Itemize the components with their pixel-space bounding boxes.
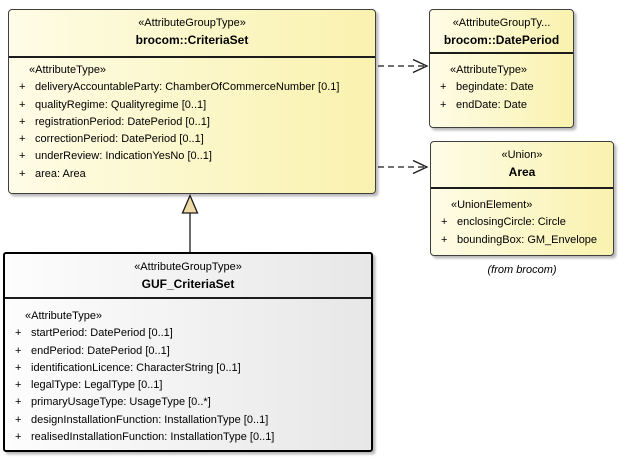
dependency-arrow-area[interactable] <box>378 159 429 175</box>
visibility-marker: + <box>440 81 447 94</box>
attribute-row: + qualityRegime: Qualityregime [0..1] <box>16 97 372 114</box>
attribute-row: + boundingBox: GM_Envelope <box>438 232 610 249</box>
visibility-marker: + <box>19 167 26 180</box>
class-name: brocom::DatePeriod <box>443 33 560 47</box>
class-header: «AttributeGroupType» GUF_CriteriaSet <box>5 254 371 299</box>
generalization-connector[interactable] <box>181 193 199 253</box>
attribute-text: area: Area <box>35 167 86 180</box>
visibility-marker: + <box>15 396 22 409</box>
stereotype-label: «Union» <box>501 149 543 161</box>
attribute-text: begindate: Date <box>456 81 534 94</box>
attribute-text: primaryUsageType: UsageType [0..*] <box>31 396 211 409</box>
attribute-text: endPeriod: DatePeriod [0..1] <box>31 344 170 357</box>
stereotype-label: «AttributeGroupTy... <box>452 17 551 29</box>
visibility-marker: + <box>19 115 26 128</box>
class-name: brocom::CriteriaSet <box>135 33 249 47</box>
attribute-row: + underReview: IndicationYesNo [0..1] <box>16 148 372 165</box>
attribute-row: + startPeriod: DatePeriod [0..1] <box>12 325 368 342</box>
compartment-label: «AttributeType» <box>25 310 103 322</box>
attribute-text: qualityRegime: Qualityregime [0..1] <box>35 98 207 111</box>
visibility-marker: + <box>19 150 26 163</box>
attribute-text: underReview: IndicationYesNo [0..1] <box>35 150 212 163</box>
attribute-row: + realisedInstallationFunction: Installat… <box>12 429 368 446</box>
stereotype-label: «AttributeGroupType» <box>134 261 242 273</box>
visibility-marker: + <box>19 81 26 94</box>
attribute-text: endDate: Date <box>456 98 527 111</box>
attributes-compartment: «UnionElement» +enclosingCircle: Circle … <box>431 189 613 249</box>
class-area-union[interactable]: «Union» Area «UnionElement» + enclosingCi… <box>430 141 614 256</box>
attribute-text: deliveryAccountableParty: ChamberOfComme… <box>35 81 340 94</box>
attribute-text: designInstallationFunction: Installation… <box>31 413 269 426</box>
attribute-text: realisedInstallationFunction: Installati… <box>31 431 275 444</box>
attribute-text: correctionPeriod: DatePeriod [0..1] <box>35 133 204 146</box>
stereotype-label: «AttributeGroupType» <box>138 17 246 29</box>
class-name: Area <box>508 165 536 179</box>
class-name: GUF_CriteriaSet <box>141 277 235 291</box>
class-brocom-dateperiod[interactable]: «AttributeGroupTy... brocom::DatePeriod … <box>429 9 574 128</box>
class-header: «AttributeGroupType» brocom::CriteriaSet <box>9 10 375 58</box>
attribute-text: boundingBox: GM_Envelope <box>457 233 598 246</box>
visibility-marker: + <box>15 379 22 392</box>
visibility-marker: + <box>15 344 22 357</box>
visibility-marker: + <box>15 361 22 374</box>
attribute-row: + designInstallationFunction: Installatio… <box>12 412 368 429</box>
attribute-row: + begindate: Date <box>437 79 570 96</box>
compartment-label: «AttributeType» <box>29 64 107 76</box>
class-header: «AttributeGroupTy... brocom::DatePeriod <box>430 10 573 54</box>
attribute-text: startPeriod: DatePeriod [0..1] <box>31 327 173 340</box>
from-package-note: (from brocom) <box>487 264 557 276</box>
visibility-marker: + <box>15 431 22 444</box>
attribute-row: + identificationLicence: CharacterString … <box>12 360 368 377</box>
attribute-row: + enclosingCircle: Circle <box>438 214 610 231</box>
compartment-label: «AttributeType» <box>450 64 528 76</box>
attribute-text: identificationLicence: CharacterString [… <box>31 361 241 374</box>
visibility-marker: + <box>441 216 448 229</box>
visibility-marker: + <box>19 98 26 111</box>
attribute-row: + legalType: LegalType [0..1] <box>12 377 368 394</box>
attribute-text: enclosingCircle: Circle <box>457 216 566 229</box>
visibility-marker: + <box>441 233 448 246</box>
class-header: «Union» Area <box>431 142 613 189</box>
attribute-row: + registrationPeriod: DatePeriod [0..1] <box>16 114 372 131</box>
visibility-marker: + <box>15 413 22 426</box>
attribute-row: + correctionPeriod: DatePeriod [0..1] <box>16 131 372 148</box>
attribute-row: + deliveryAccountableParty: ChamberOfComm… <box>16 79 372 96</box>
attribute-text: legalType: LegalType [0..1] <box>31 379 163 392</box>
attributes-compartment: «AttributeType» + startPeriod: DatePeriod… <box>5 299 371 446</box>
attribute-row: + endDate: Date <box>437 97 570 114</box>
attributes-compartment: «AttributeType» + begindate: Date + endDat… <box>430 54 573 114</box>
attribute-row: + endPeriod: DatePeriod [0..1] <box>12 343 368 360</box>
attribute-row: + area: Area <box>16 166 372 183</box>
compartment-label: «UnionElement» <box>451 199 533 211</box>
class-guf-criteriaset[interactable]: «AttributeGroupType» GUF_CriteriaSet «At… <box>3 252 373 452</box>
attribute-text: registrationPeriod: DatePeriod [0..1] <box>35 115 210 128</box>
visibility-marker: + <box>19 133 26 146</box>
class-brocom-criteriaset[interactable]: «AttributeGroupType» brocom::CriteriaSet… <box>8 9 376 194</box>
dependency-arrow-dateperiod[interactable] <box>378 58 429 74</box>
visibility-marker: + <box>15 327 22 340</box>
attribute-row: + primaryUsageType: UsageType [0..*] <box>12 394 368 411</box>
visibility-marker: + <box>440 98 447 111</box>
attributes-compartment: «AttributeType» + deliveryAccountablePart… <box>9 58 375 183</box>
